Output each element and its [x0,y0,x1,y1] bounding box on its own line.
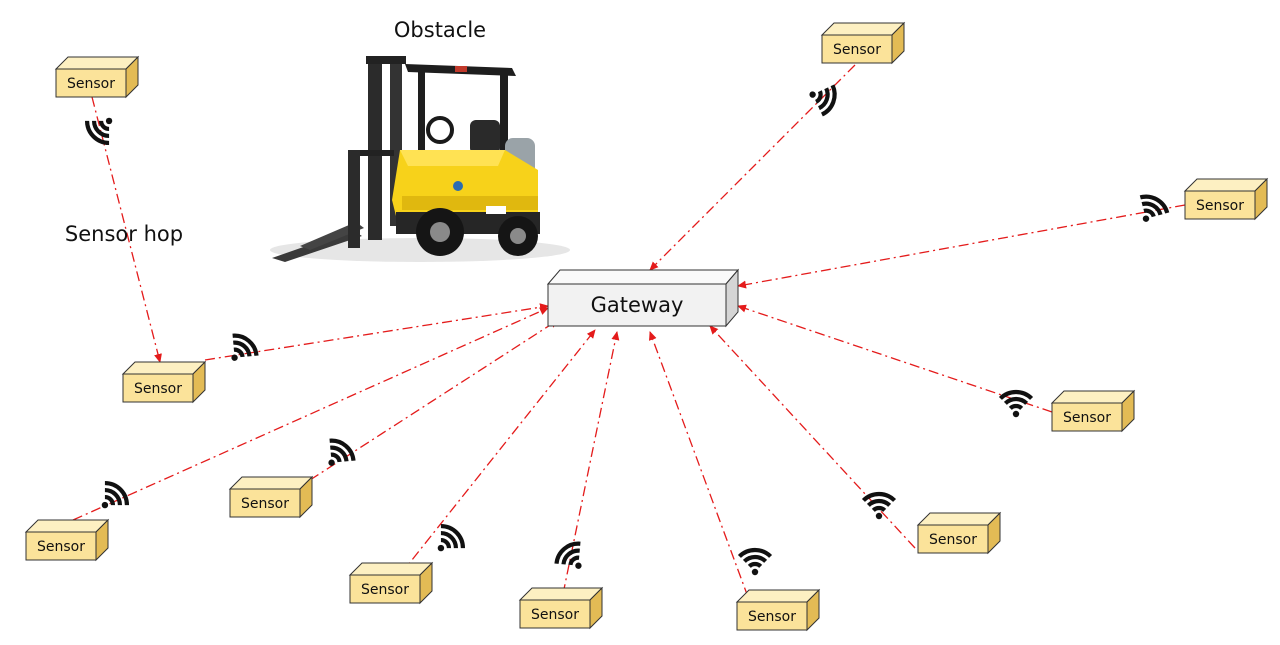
sensor-label: Sensor [361,582,409,598]
link-arrow [649,64,856,271]
link-arrow [649,331,749,598]
sensor-box: Sensor [1050,389,1136,433]
wireless-signal-icon [231,333,259,361]
wireless-icons-layer [84,84,1170,576]
wireless-signal-icon [737,547,773,576]
sensor-label: Sensor [1063,410,1111,426]
sensors-layer: SensorSensorSensorSensorSensorSensorSens… [24,21,1269,632]
gateway-label: Gateway [591,293,684,317]
sensor-label: Sensor [833,42,881,58]
gateway-box: Gateway [546,268,740,328]
wireless-signal-icon [101,480,130,509]
forklift-icon [270,56,570,262]
sensor-label: Sensor [1196,198,1244,214]
wireless-signal-icon [554,541,582,569]
sensor-label: Sensor [531,607,579,623]
sensor-box: Sensor [24,518,110,562]
sensor-label: Sensor [241,496,289,512]
link-arrow [737,204,1186,289]
sensor-box: Sensor [348,561,434,605]
link-arrow [72,307,549,521]
sensor-label: Sensor [37,539,85,555]
wireless-signal-icon [998,389,1034,418]
wireless-signal-icon [84,117,113,146]
sensor-box: Sensor [1183,177,1269,221]
sensor-box: Sensor [518,586,604,630]
wireless-signal-icon [437,523,466,552]
link-arrow [399,329,596,576]
wireless-signal-icon [861,491,897,520]
obstacle-label: Obstacle [394,18,486,42]
sensor-label: Sensor [134,381,182,397]
sensor-box: Sensor [735,588,821,632]
sensor-label: Sensor [67,76,115,92]
sensor-box: Sensor [54,55,140,99]
sensor-label: Sensor [929,532,977,548]
sensor-label: Sensor [748,609,796,625]
wireless-signal-icon [1139,194,1170,222]
sensor-box: Sensor [121,360,207,404]
sensor-hop-label: Sensor hop [65,222,183,246]
wireless-signal-icon [809,84,837,117]
link-arrow [204,303,549,361]
sensor-box: Sensor [916,511,1002,555]
link-arrow [737,304,1053,413]
sensor-box: Sensor [228,475,314,519]
link-arrow [709,325,916,549]
wireless-signal-icon [328,438,356,466]
sensor-box: Sensor [820,21,906,65]
